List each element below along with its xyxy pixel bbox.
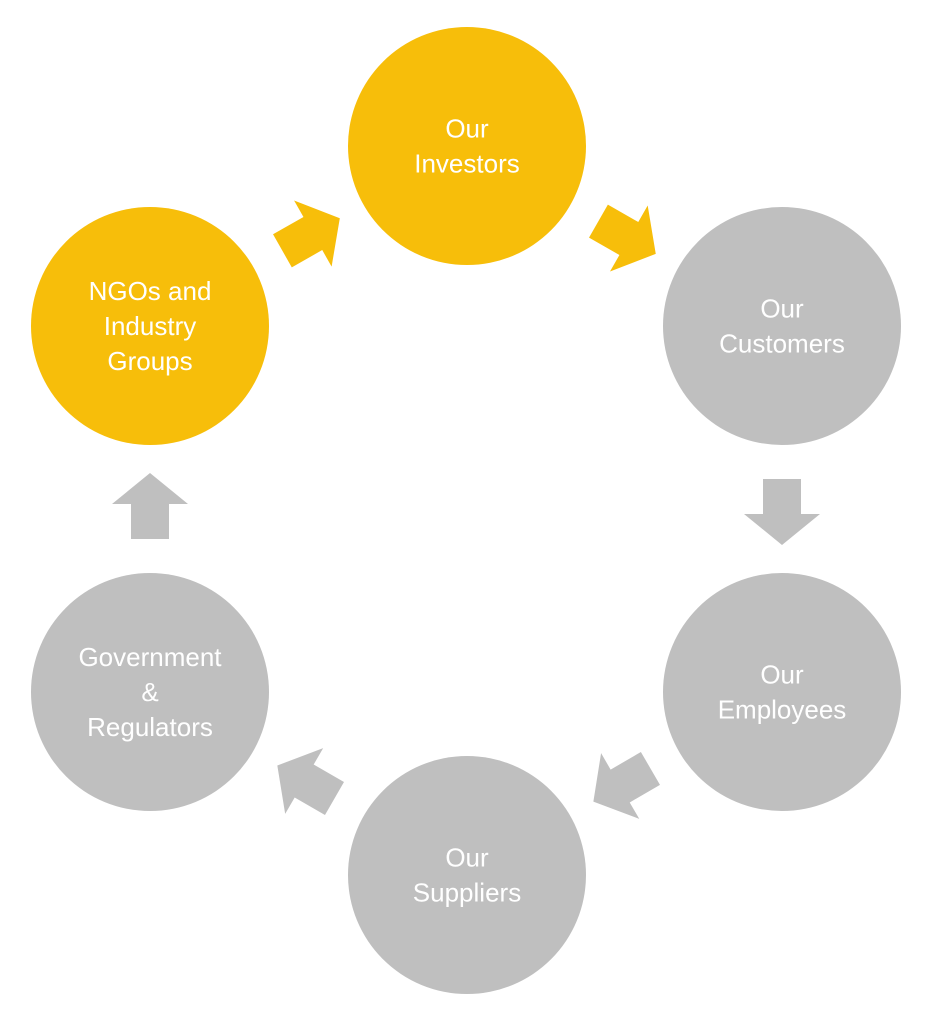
node-circle (663, 573, 901, 811)
arrow-ngos-industry-groups-to-investors (273, 200, 340, 268)
node-label-line: Groups (107, 346, 192, 376)
arrow-investors-to-customers (589, 204, 656, 272)
node-label-line: Our (760, 660, 804, 690)
node-label-line: Regulators (87, 712, 213, 742)
node-label-line: Employees (718, 695, 847, 725)
arrow-government-regulators-to-ngos-industry-groups (112, 473, 188, 539)
arrow-shape (277, 748, 344, 815)
node-government-regulators: Government & Regulators (31, 573, 269, 811)
node-label-line: Our (445, 843, 489, 873)
arrow-shape (593, 752, 660, 819)
node-label-line: & (141, 677, 158, 707)
arrow-suppliers-to-government-regulators (277, 748, 344, 815)
node-label-line: Our (760, 294, 804, 324)
arrow-customers-to-employees (744, 479, 820, 545)
arrow-shape (273, 200, 340, 268)
node-circle (31, 573, 269, 811)
arrow-employees-to-suppliers (593, 752, 660, 819)
node-circle (348, 756, 586, 994)
node-label-line: Our (445, 114, 489, 144)
node-circle (31, 207, 269, 445)
node-circle (348, 27, 586, 265)
node-label-line: Investors (414, 149, 520, 179)
node-label-line: Customers (719, 329, 845, 359)
node-label-line: NGOs and (89, 276, 212, 306)
node-label-line: Suppliers (413, 878, 521, 908)
node-label-line: Industry (104, 311, 197, 341)
arrow-shape (589, 204, 656, 272)
arrow-shape (744, 479, 820, 545)
arrow-shape (112, 473, 188, 539)
cycle-nodes: OurInvestorsOurCustomersOurEmployeesOurS… (31, 27, 901, 994)
cycle-arrows (112, 200, 820, 819)
node-label-line: Government (78, 642, 222, 672)
node-circle (663, 207, 901, 445)
